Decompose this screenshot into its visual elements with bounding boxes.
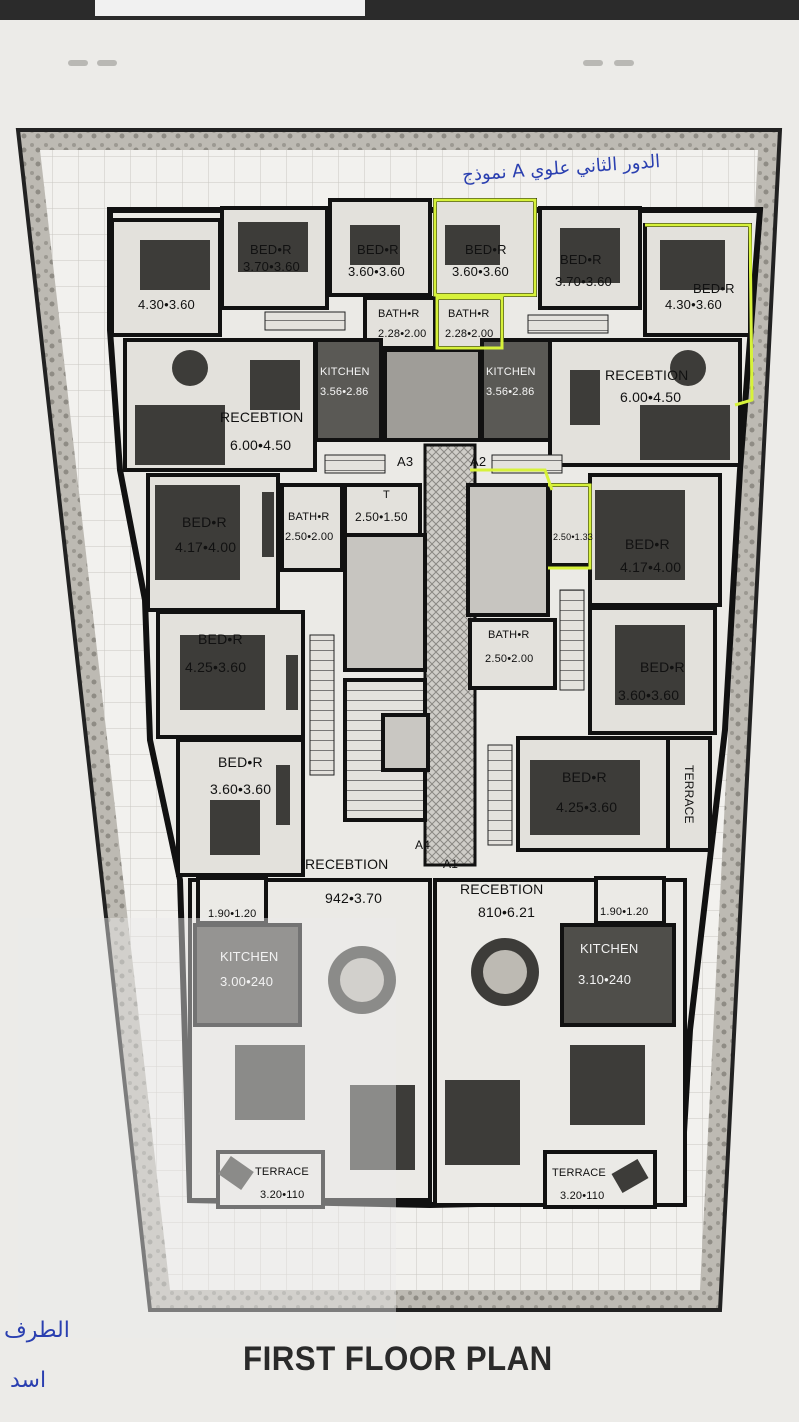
room-t2 [548, 483, 592, 567]
kitchen3-label: KITCHEN [220, 949, 279, 964]
light-well-left [343, 533, 427, 672]
bed2-dims: 3.70•3.60 [243, 259, 300, 274]
room-bath4 [468, 618, 557, 690]
t1-label: T [383, 489, 390, 501]
room-t4 [594, 876, 666, 925]
terrace-v [666, 736, 712, 852]
t4-dims: 1.90•1.20 [600, 906, 649, 918]
kitchen1-label: KITCHEN [320, 366, 370, 378]
plan-title: FIRST FLOOR PLAN [243, 1340, 553, 1378]
side-note-2: اسد [10, 1368, 47, 1393]
kitchen4-dims: 3.10•240 [578, 972, 632, 987]
bath2-dims: 2.28•2.00 [445, 328, 494, 340]
bed6-dims: 4.30•3.60 [665, 297, 722, 312]
room-kitchen3 [193, 923, 302, 1027]
recep4-label: RECEBTION [460, 881, 544, 897]
bed8-label: BED•R [625, 536, 670, 552]
watermark-overlay [18, 918, 396, 1338]
bed3-dims: 3.60•3.60 [348, 264, 405, 279]
light-well-right [466, 483, 550, 617]
terrace2-dims: 3.20•110 [560, 1190, 605, 1202]
label-a2: A2 [470, 454, 487, 469]
top-paper-edge [95, 0, 365, 16]
t2-dims: 2.50•1.33 [553, 532, 593, 542]
side-note-1: الطرف [4, 1318, 70, 1343]
label-a4: A4 [415, 838, 431, 852]
bed12-dims: 4.25•3.60 [556, 799, 618, 815]
recep3-label: RECEBTION [305, 856, 389, 872]
kitchen4-label: KITCHEN [580, 941, 639, 956]
bed8-dims: 4.17•4.00 [620, 559, 682, 575]
recep1-dims: 6.00•4.50 [230, 437, 292, 453]
bath4-label: BATH•R [488, 629, 530, 641]
bath3-dims: 2.50•2.00 [285, 531, 334, 543]
bed10-dims: 3.60•3.60 [618, 687, 680, 703]
kitchen2-dims: 3.56•2.86 [486, 386, 535, 398]
bed12-label: BED•R [562, 769, 607, 785]
bed7-label: BED•R [182, 514, 227, 530]
t3-dims: 1.90•1.20 [208, 908, 257, 920]
kitchen1-dims: 3.56•2.86 [320, 386, 369, 398]
recep3-dims: 942•3.70 [325, 890, 383, 906]
bath2-label: BATH•R [448, 308, 490, 320]
room-t1 [343, 483, 422, 537]
recep2-label: RECEBTION [605, 367, 689, 383]
room-kitchen4 [560, 923, 676, 1027]
bed5-label: BED•R [560, 252, 602, 267]
bed7-dims: 4.17•4.00 [175, 539, 237, 555]
terrace-v-label: TERRACE [682, 765, 696, 824]
label-a1: A1 [443, 857, 459, 871]
recep4-dims: 810•6.21 [478, 904, 536, 920]
kitchen2-label: KITCHEN [486, 366, 536, 378]
room-kitchen1 [314, 338, 383, 442]
t1-dims: 2.50•1.50 [355, 510, 408, 524]
room-bath3 [280, 483, 344, 572]
bed11-label: BED•R [218, 754, 263, 770]
light-well-top [383, 348, 482, 442]
bed9-label: BED•R [198, 631, 243, 647]
label-a3: A3 [397, 454, 414, 469]
bed3-label: BED•R [357, 242, 399, 257]
bed9-dims: 4.25•3.60 [185, 659, 247, 675]
bed4-dims: 3.60•3.60 [452, 264, 509, 279]
terrace2-label: TERRACE [552, 1167, 606, 1179]
terrace1-dims: 3.20•110 [260, 1189, 305, 1201]
bed1-dims: 4.30•3.60 [138, 297, 195, 312]
bed4-label: BED•R [465, 242, 507, 257]
bath4-dims: 2.50•2.00 [485, 653, 534, 665]
recep1-label: RECEBTION [220, 409, 304, 425]
bed2-label: BED•R [250, 242, 292, 257]
recep2-dims: 6.00•4.50 [620, 389, 682, 405]
bath1-label: BATH•R [378, 308, 420, 320]
top-strip [0, 0, 799, 22]
bed10-label: BED•R [640, 659, 685, 675]
bed5-dims: 3.70•3.60 [555, 274, 612, 289]
kitchen3-dims: 3.00•240 [220, 974, 274, 989]
bath3-label: BATH•R [288, 511, 330, 523]
bath1-dims: 2.28•2.00 [378, 328, 427, 340]
terrace1-label: TERRACE [255, 1166, 309, 1178]
bed11-dims: 3.60•3.60 [210, 781, 272, 797]
bed6-label: BED•R [693, 281, 735, 296]
